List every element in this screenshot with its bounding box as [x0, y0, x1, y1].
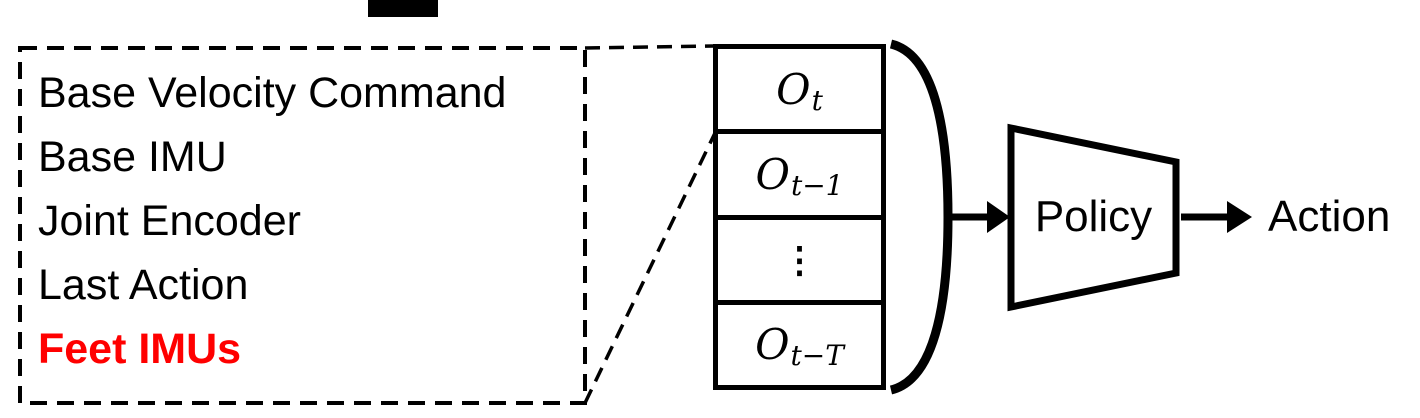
- observation-item-feet-imus: Feet IMUs: [38, 325, 242, 373]
- obs-subscript: t: [811, 83, 823, 117]
- observation-dashed-box: [18, 46, 587, 405]
- policy-label: Policy: [1034, 192, 1153, 241]
- policy-trapezoid-icon: [1007, 123, 1180, 312]
- top-crop-artifact: [368, 0, 438, 17]
- dashed-connector-diagonal: [583, 132, 717, 404]
- obs-symbol: O: [776, 64, 811, 114]
- stack-cell-ellipsis: ⋮: [718, 220, 881, 305]
- arrow-to-policy-head-icon: [987, 201, 1010, 233]
- observation-item-last-action: Last Action: [38, 261, 249, 309]
- observation-item-base-velocity-command: Base Velocity Command: [38, 69, 507, 117]
- observation-item-base-imu: Base IMU: [38, 133, 227, 181]
- vertical-ellipsis-icon: ⋮: [781, 238, 818, 281]
- obs-subscript: t−T: [790, 339, 844, 373]
- history-bracket-icon: [889, 39, 953, 395]
- dashed-connector-top: [584, 44, 714, 50]
- obs-subscript: t−1: [790, 168, 844, 202]
- arrow-to-action-head-icon: [1227, 201, 1252, 233]
- observation-item-joint-encoder: Joint Encoder: [38, 197, 301, 245]
- action-label: Action: [1268, 192, 1391, 241]
- obs-symbol: O: [755, 320, 790, 370]
- obs-symbol: O: [755, 149, 790, 199]
